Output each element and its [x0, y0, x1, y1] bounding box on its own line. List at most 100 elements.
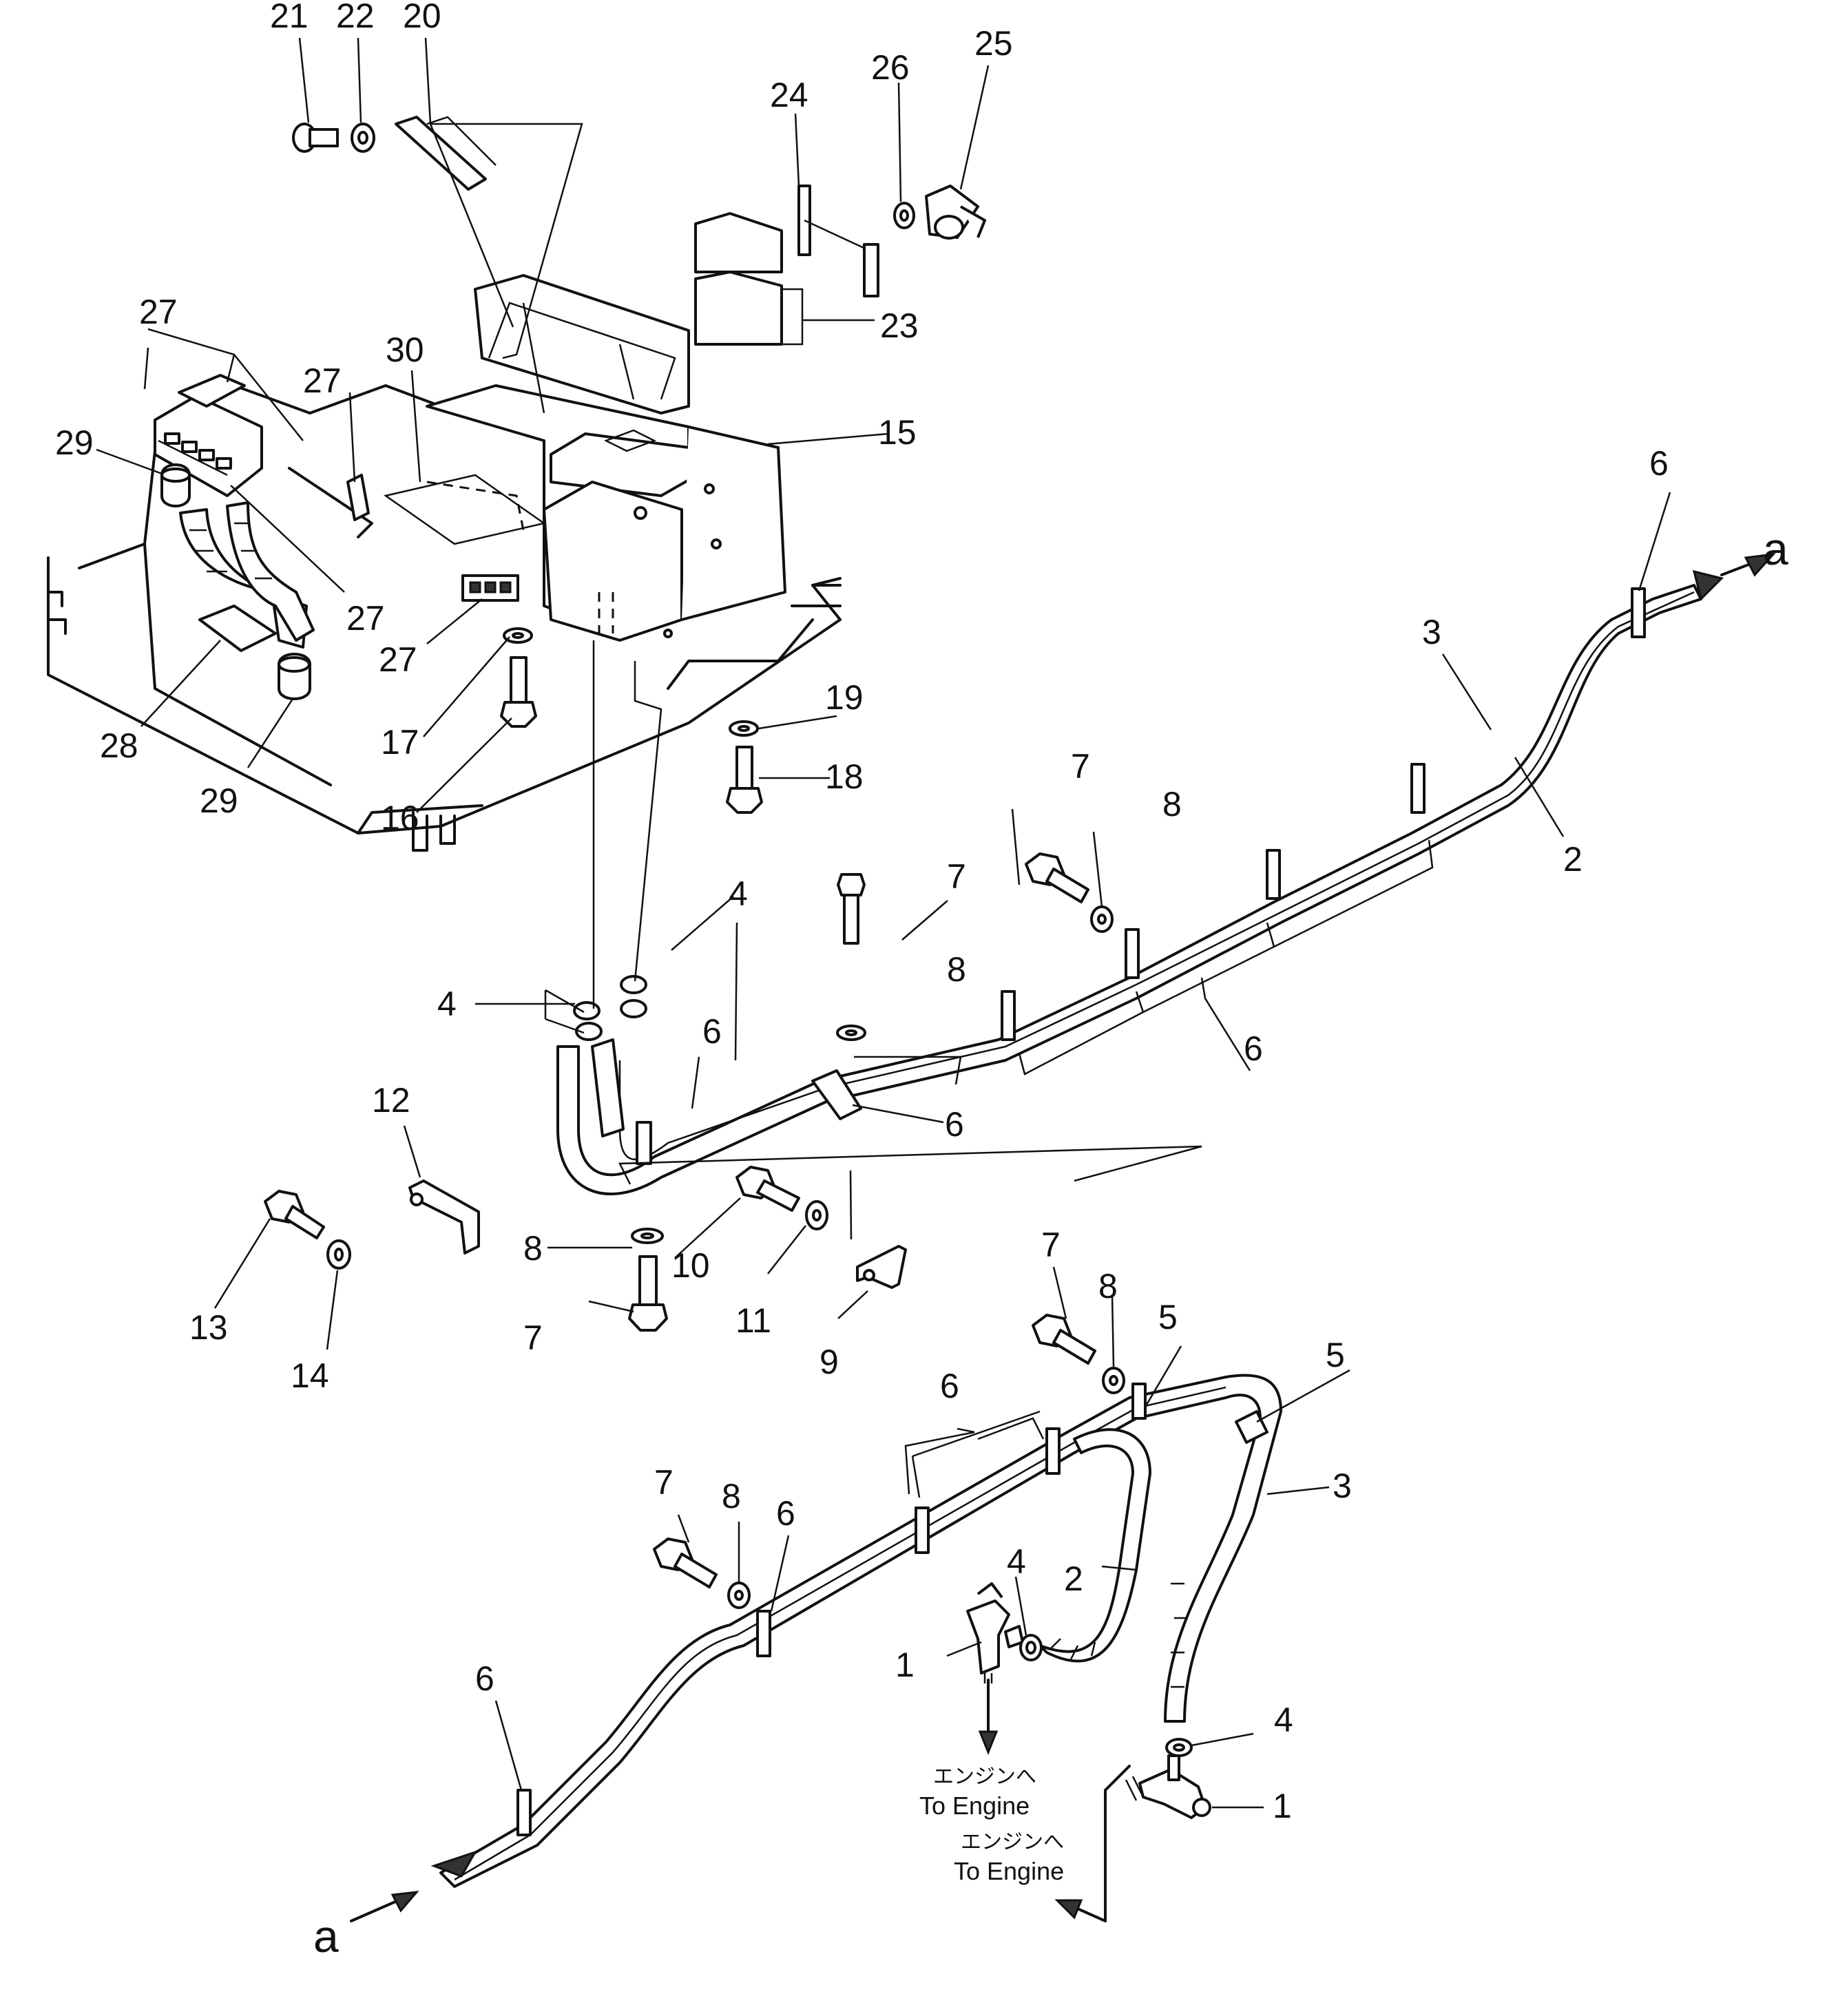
- callout-22: 22: [336, 0, 375, 35]
- washer-11: [805, 1200, 828, 1230]
- callout-7-e: 7: [654, 1463, 674, 1502]
- bolt-16: [500, 656, 537, 728]
- callout-19: 19: [825, 678, 864, 717]
- connector-a-bottom: a: [313, 1911, 339, 1962]
- callout-7-c: 7: [523, 1319, 543, 1357]
- bolt-18: [726, 746, 763, 814]
- hose-clamps-lower: [516, 1383, 1269, 1836]
- to-engine-jp-1: エンジンへ: [933, 1765, 1036, 1789]
- callout-6-g: 6: [475, 1659, 494, 1698]
- washer-14: [326, 1239, 351, 1270]
- callout-27-d: 27: [379, 640, 417, 679]
- callout-1-b: 1: [1273, 1787, 1292, 1825]
- callout-29-a: 29: [55, 423, 94, 462]
- callout-8-e: 8: [722, 1477, 741, 1515]
- bolt-10: [735, 1166, 800, 1212]
- callout-9: 9: [819, 1343, 839, 1381]
- heater-unit: [426, 274, 786, 642]
- to-engine-en-1: To Engine: [919, 1792, 1030, 1820]
- valve-1-left: [966, 1582, 1024, 1683]
- callout-6-e: 6: [940, 1367, 959, 1405]
- callout-29-b: 29: [200, 781, 238, 820]
- callout-labels: 21 22 20 24 26 25 23 27 27 27 27 30 29 1…: [55, 0, 1669, 1825]
- wing-nut-25: [925, 185, 986, 240]
- washer-19: [729, 720, 759, 737]
- bolt-21: [292, 123, 339, 153]
- callout-23: 23: [880, 306, 919, 345]
- callout-4-b: 4: [437, 985, 457, 1023]
- bracket-20: [395, 116, 497, 191]
- callout-8-a: 8: [1162, 785, 1182, 823]
- callout-2-a: 2: [1563, 840, 1583, 879]
- callout-25: 25: [974, 24, 1013, 63]
- callout-17: 17: [381, 723, 419, 762]
- washer-8-upper-right: [1090, 905, 1114, 933]
- hose-clamp-4-lower-right: [1165, 1738, 1193, 1757]
- callout-21: 21: [270, 0, 309, 35]
- destination-labels: エンジンへ To Engine エンジンへ To Engine: [919, 1765, 1064, 1885]
- callout-27-a: 27: [139, 293, 178, 331]
- callout-27-c: 27: [346, 599, 385, 638]
- callout-2-b: 2: [1064, 1560, 1083, 1598]
- bracket-9: [856, 1245, 907, 1289]
- filter-element: [694, 212, 783, 346]
- heater-hoses-to-ducts: [179, 501, 315, 649]
- grille-27: [461, 574, 519, 602]
- washer-8-lower-right: [1102, 1367, 1125, 1394]
- floor-plate: [383, 474, 547, 545]
- duct-assembly: [154, 374, 263, 497]
- washer-17: [503, 627, 533, 644]
- callout-1-a: 1: [895, 1646, 915, 1684]
- bolt-7-lower-right: [1032, 1314, 1096, 1365]
- cab-floor-outline: [47, 384, 842, 852]
- callout-18: 18: [825, 757, 864, 796]
- bolt-7-middle: [837, 873, 866, 945]
- nozzle-29: [160, 463, 311, 700]
- callout-12: 12: [372, 1081, 410, 1120]
- washer-22: [351, 123, 375, 153]
- washer-8-middle: [836, 1025, 866, 1041]
- bolt-7-lower-left: [653, 1537, 718, 1588]
- callout-24: 24: [770, 76, 808, 114]
- callout-7-d: 7: [1041, 1226, 1061, 1264]
- callout-7-b: 7: [947, 857, 966, 896]
- callout-8-d: 8: [1098, 1267, 1118, 1305]
- callout-5-a: 5: [1158, 1298, 1178, 1336]
- washer-8-lower-left: [727, 1582, 751, 1609]
- vent-lever: [797, 185, 879, 297]
- callout-3-b: 3: [1333, 1467, 1352, 1505]
- valve-1-right: [1125, 1754, 1211, 1819]
- callout-27-b: 27: [303, 361, 342, 400]
- callout-4-a: 4: [729, 874, 748, 913]
- hose-run-lower: [430, 1374, 1282, 1888]
- leader-lines: [96, 37, 1671, 1809]
- bracket-12: [408, 1179, 480, 1254]
- callout-5-b: 5: [1326, 1336, 1345, 1374]
- clamp-bracket-6-center: [811, 1069, 862, 1120]
- callout-14: 14: [291, 1356, 329, 1395]
- callout-7-a: 7: [1071, 747, 1090, 786]
- connector-a-top: a: [1763, 523, 1788, 574]
- duct-nozzles-27: [346, 474, 370, 521]
- callout-10: 10: [671, 1246, 710, 1285]
- duct-plate-28: [198, 605, 277, 652]
- bolt-7-upper-right: [1025, 852, 1089, 903]
- flow-arrows: [350, 553, 1776, 1922]
- callout-6-f: 6: [776, 1494, 795, 1533]
- callout-28: 28: [100, 726, 138, 765]
- callout-6-d: 6: [945, 1105, 964, 1144]
- hose-clamps-upper: [636, 569, 1724, 1165]
- hose-clamp-4-lower-left: [1019, 1634, 1043, 1661]
- bolt-13: [264, 1190, 325, 1239]
- callout-20: 20: [403, 0, 441, 35]
- callout-6-b: 6: [702, 1012, 722, 1051]
- callout-8-b: 8: [947, 950, 966, 989]
- callout-6-a: 6: [1649, 444, 1669, 483]
- to-engine-jp-2: エンジンへ: [961, 1830, 1064, 1854]
- callout-30: 30: [386, 330, 424, 369]
- callout-4-c: 4: [1007, 1542, 1026, 1581]
- callout-26: 26: [871, 48, 910, 87]
- callout-6-c: 6: [1244, 1029, 1263, 1068]
- callout-15: 15: [878, 413, 917, 452]
